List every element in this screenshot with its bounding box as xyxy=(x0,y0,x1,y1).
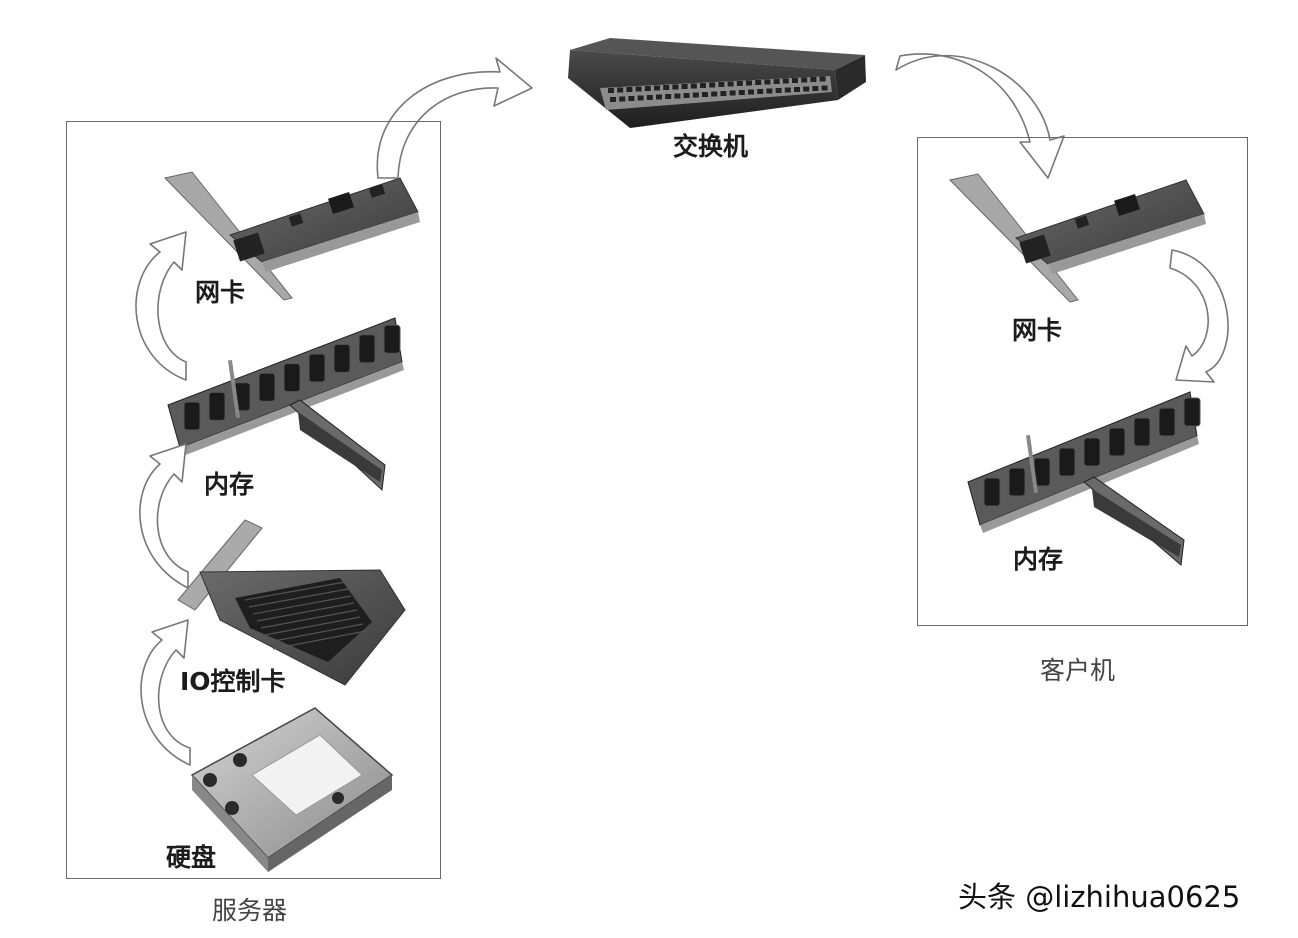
watermark: 头条 @lizhihua0625 xyxy=(958,880,1241,914)
client-nic-icon xyxy=(949,173,1206,303)
arrow-nic-to-switch xyxy=(376,57,533,179)
arrow-disk-to-io xyxy=(140,619,191,766)
arrow-switch-to-client-nic xyxy=(895,53,1065,179)
arrow-io-to-memory xyxy=(139,443,189,589)
arrow-memory-to-nic xyxy=(135,231,187,381)
server-hdd-icon xyxy=(190,707,394,872)
server-disk-label: 硬盘 xyxy=(166,843,217,872)
server-memory-icon xyxy=(167,317,404,492)
server-io-card-label: IO控制卡 xyxy=(180,667,286,696)
client-caption: 客户机 xyxy=(1040,656,1116,685)
server-memory-label: 内存 xyxy=(204,470,255,499)
switch-label: 交换机 xyxy=(673,132,749,161)
server-nic-icon xyxy=(164,171,420,301)
client-memory-label: 内存 xyxy=(1013,545,1064,574)
client-frame xyxy=(917,137,1248,626)
switch-device-icon xyxy=(568,38,866,128)
client-memory-icon xyxy=(967,391,1201,566)
server-caption: 服务器 xyxy=(212,896,288,925)
server-frame xyxy=(66,121,441,879)
client-nic-label: 网卡 xyxy=(1012,316,1063,345)
arrow-client-nic-to-memory xyxy=(1169,249,1229,383)
server-nic-label: 网卡 xyxy=(195,278,246,307)
server-io-card-icon xyxy=(177,519,406,686)
